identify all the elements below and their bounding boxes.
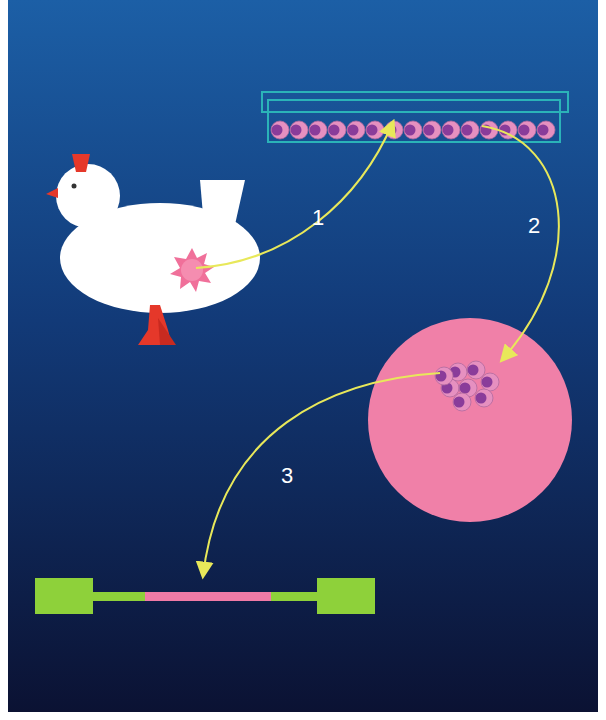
tissue-strip — [35, 578, 375, 614]
chicken — [46, 154, 260, 345]
background — [8, 0, 598, 712]
arrow-step-2 — [482, 126, 559, 360]
callout-number: 3 — [281, 465, 293, 487]
tissue-sample — [170, 248, 214, 292]
arrow-step-3 — [203, 373, 440, 576]
callout-number: 1 — [312, 207, 324, 229]
gel-disc — [368, 318, 572, 522]
arrow-step-1 — [196, 122, 393, 268]
culture-dish — [262, 92, 568, 142]
callout-number: 2 — [528, 215, 540, 237]
process-arrows — [196, 122, 559, 576]
